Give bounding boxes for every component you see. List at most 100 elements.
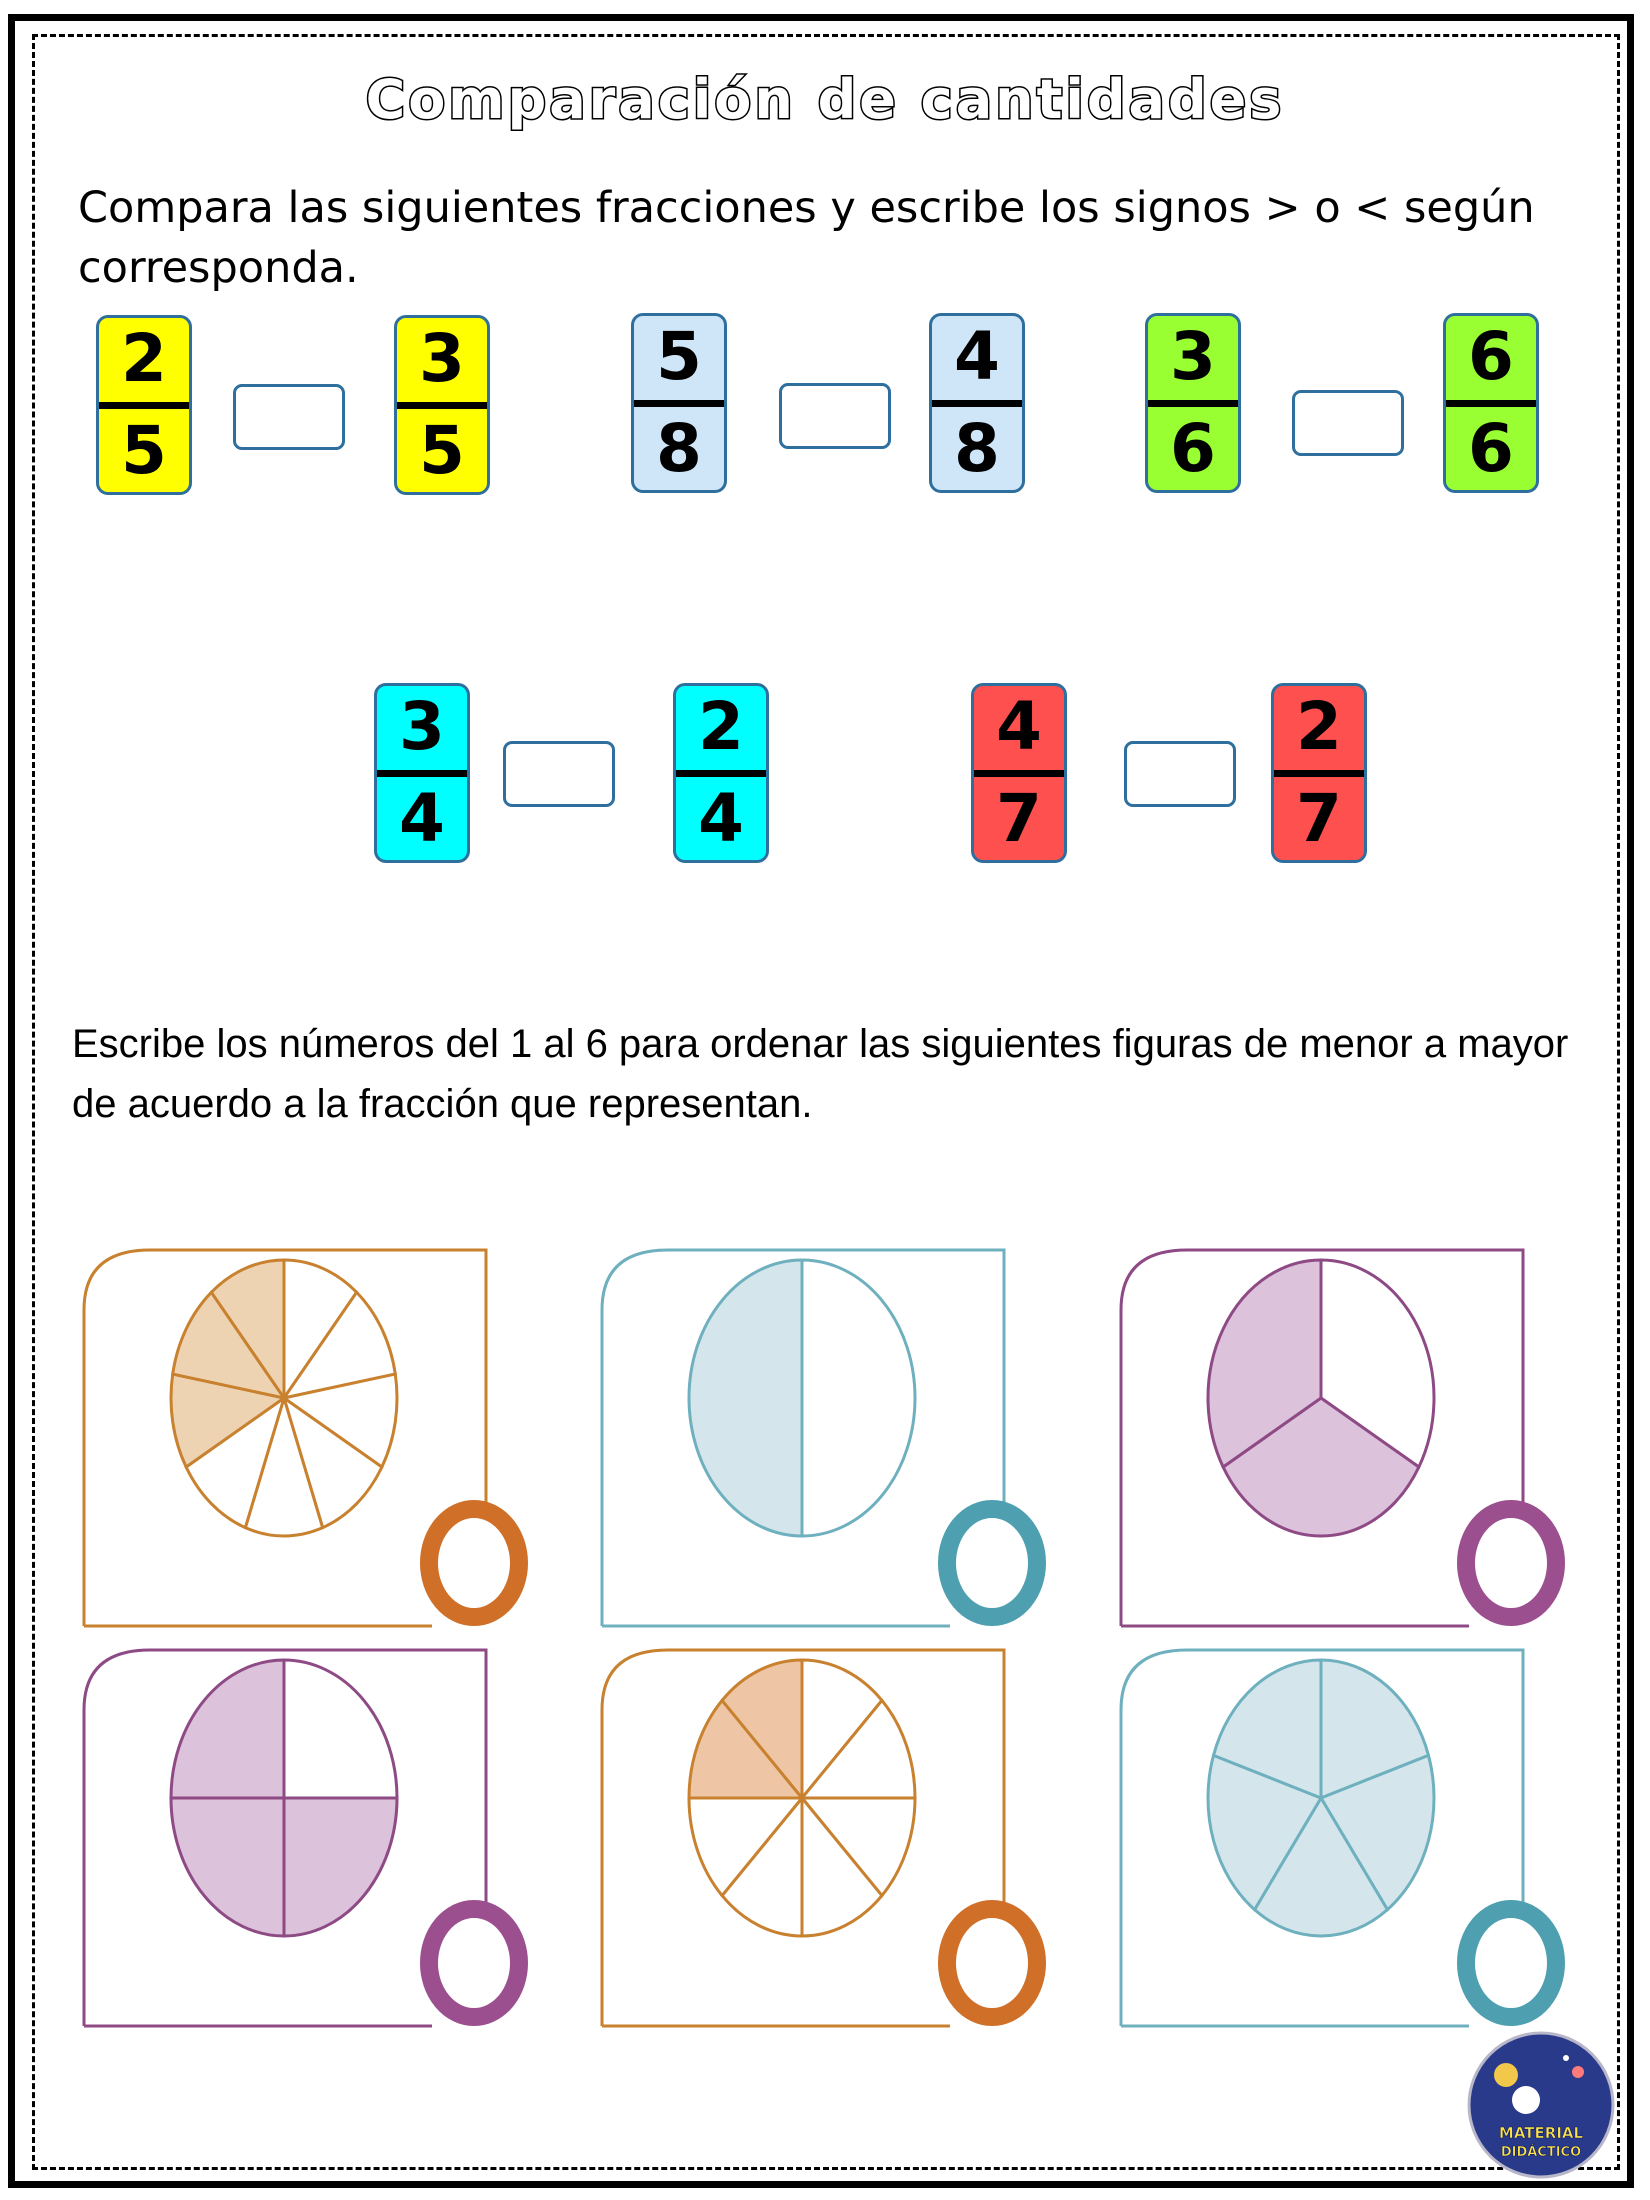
denominator: 7 (996, 780, 1042, 857)
shaded-slice (687, 1698, 806, 1800)
unshaded-slice (280, 1372, 399, 1470)
numerator: 3 (399, 688, 445, 765)
shaded-slice (1319, 1658, 1431, 1801)
fraction-card-right: 3 5 (394, 315, 490, 495)
astronaut-icon (1512, 2086, 1540, 2114)
material-didactico-logo: MATERIAL DIDÁCTICO (1467, 2031, 1615, 2179)
figure-frame (1119, 1248, 1525, 1626)
denominator: 4 (399, 780, 445, 857)
denominator: 4 (698, 780, 744, 857)
unshaded-slice (800, 1258, 917, 1538)
answer-box[interactable] (1292, 390, 1404, 456)
denominator: 5 (121, 412, 167, 489)
order-instructions: Escribe los números del 1 al 6 para orde… (72, 1022, 1569, 1126)
unshaded-slice (800, 1793, 884, 1938)
fraction-figure-2 (600, 1248, 1046, 1628)
answer-ring[interactable] (1457, 1900, 1565, 2026)
figure-frame (600, 1648, 1006, 2026)
compare-instructions: Compara las siguientes fracciones y escr… (78, 183, 1535, 293)
shaded-slice (171, 1289, 288, 1401)
unshaded-slice (281, 1394, 384, 1530)
fraction-figure-3 (1119, 1248, 1565, 1628)
dashed-border (32, 34, 1620, 2170)
fraction-card-right: 2 7 (1271, 683, 1367, 863)
shaded-slice (209, 1258, 286, 1403)
fraction-card-left: 5 8 (631, 313, 727, 493)
fraction-card-left: 4 7 (971, 683, 1067, 863)
denominator: 6 (1170, 410, 1216, 487)
answer-ring[interactable] (420, 1900, 528, 2026)
fraction-bar (974, 770, 1064, 777)
figure-frame (600, 1248, 1006, 1626)
star-icon (1572, 2066, 1584, 2078)
shaded-slice (1221, 1396, 1421, 1538)
denominator: 5 (419, 412, 465, 489)
planet-icon (1494, 2063, 1518, 2087)
logo-text-line1: MATERIAL (1499, 2124, 1584, 2142)
fraction-card-left: 2 5 (96, 315, 192, 495)
unshaded-slice (282, 1258, 359, 1403)
denominator: 6 (1468, 410, 1514, 487)
numerator: 2 (698, 688, 744, 765)
answer-ring[interactable] (938, 1500, 1046, 1626)
answer-box[interactable] (503, 741, 615, 807)
answer-ring[interactable] (1457, 1500, 1565, 1626)
fraction-card-left: 3 6 (1145, 313, 1241, 493)
logo-text-line2: DIDÁCTICO (1501, 2144, 1581, 2160)
fraction-bar (676, 770, 766, 777)
shaded-slice (1252, 1795, 1390, 1938)
fraction-bar (397, 402, 487, 409)
shaded-slice (169, 1658, 286, 1800)
unshaded-slice (798, 1796, 917, 1898)
fraction-figure-4 (82, 1648, 528, 2028)
unshaded-slice (280, 1289, 397, 1401)
answer-ring[interactable] (420, 1500, 528, 1626)
fraction-bar (1274, 770, 1364, 777)
unshaded-slice (282, 1658, 399, 1800)
numerator: 2 (1296, 688, 1342, 765)
unshaded-slice (720, 1793, 804, 1938)
shaded-slice (720, 1658, 804, 1803)
fraction-bar (1446, 400, 1536, 407)
fraction-card-right: 2 4 (673, 683, 769, 863)
fraction-card-right: 4 8 (929, 313, 1025, 493)
fraction-bar (1148, 400, 1238, 407)
page-border (8, 14, 1634, 2188)
denominator: 8 (954, 410, 1000, 487)
numerator: 2 (121, 320, 167, 397)
fraction-figure-6 (1119, 1648, 1565, 2028)
denominator: 7 (1296, 780, 1342, 857)
shaded-slice (282, 1796, 399, 1938)
shaded-slice (1206, 1753, 1324, 1912)
shaded-slice (1206, 1258, 1323, 1470)
unshaded-slice (687, 1796, 806, 1898)
worksheet-title: Comparación de cantidades (364, 67, 1285, 133)
answer-ring[interactable] (938, 1900, 1046, 2026)
numerator: 4 (996, 688, 1042, 765)
shaded-slice (687, 1258, 804, 1538)
numerator: 3 (1170, 318, 1216, 395)
unshaded-slice (243, 1392, 325, 1538)
answer-box[interactable] (779, 383, 891, 449)
fraction-bar (99, 402, 189, 409)
fraction-card-right: 6 6 (1443, 313, 1539, 493)
unshaded-slice (1319, 1258, 1436, 1470)
shaded-slice (1318, 1753, 1436, 1912)
numerator: 3 (419, 320, 465, 397)
answer-box[interactable] (233, 384, 345, 450)
denominator: 8 (656, 410, 702, 487)
shaded-slice (169, 1372, 288, 1470)
fraction-bar (634, 400, 724, 407)
numerator: 6 (1468, 318, 1514, 395)
figure-frame (82, 1248, 488, 1626)
figure-frame (82, 1648, 488, 2026)
shaded-slice (169, 1796, 286, 1938)
shaded-slice (1211, 1658, 1323, 1801)
figure-frame (1119, 1648, 1525, 2026)
fraction-figure-1 (82, 1248, 528, 1628)
fraction-card-left: 3 4 (374, 683, 470, 863)
answer-box[interactable] (1124, 741, 1236, 807)
fraction-bar (932, 400, 1022, 407)
unshaded-slice (798, 1698, 917, 1800)
numerator: 5 (656, 318, 702, 395)
